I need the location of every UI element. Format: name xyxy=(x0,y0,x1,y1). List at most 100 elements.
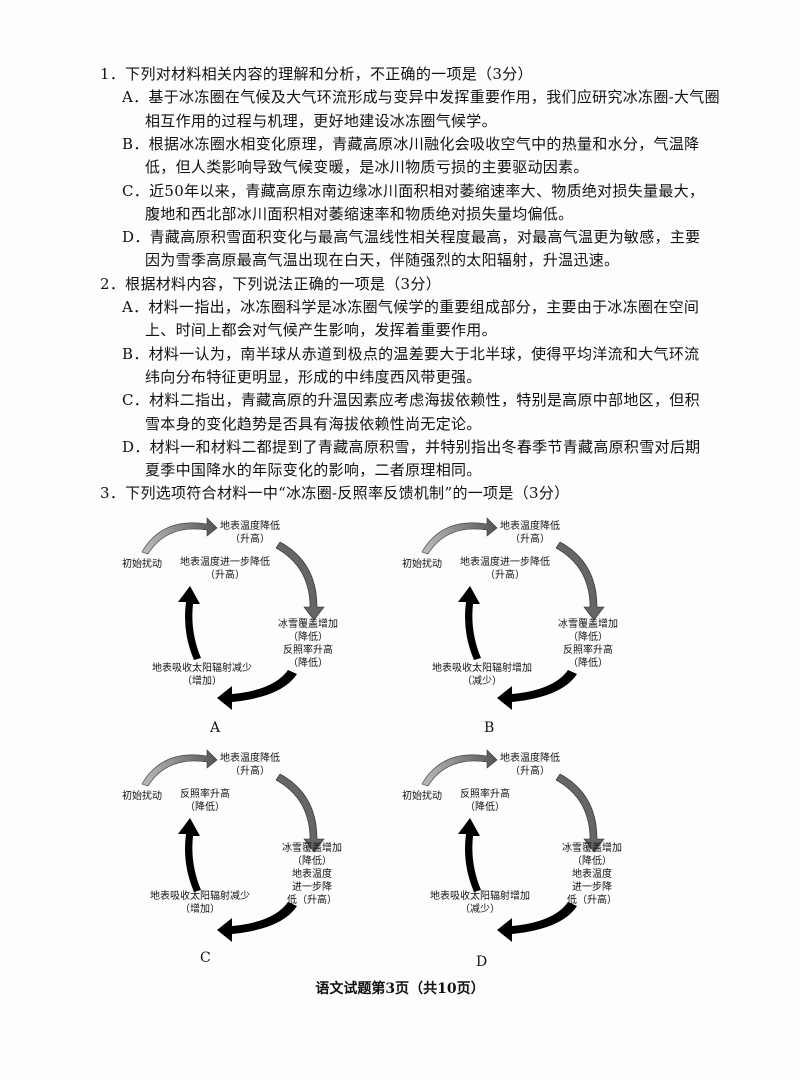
inner-node-line: （降低） xyxy=(185,802,225,813)
inner-node: 反照率升高（降低） xyxy=(460,788,510,814)
option-continuation: 上、时间上都会对气候产生影响，发挥着重要作用。 xyxy=(145,321,497,340)
option-line: D．材料一和材料二都提到了青藏高原积雪，并特别指出冬春季节青藏高原积雪对后期 xyxy=(122,437,701,456)
feedback-diagram: 初始扰动 地表温度降低 （升高） 地表温度进一步降低 （升高） 冰雪覆盖增加 （降低） 反照率… xyxy=(392,512,652,712)
arrow-bottom-to-inner xyxy=(178,586,201,660)
arrow-right-to-bottom xyxy=(217,670,297,710)
arrow-bottom-to-inner xyxy=(458,586,481,660)
feedback-diagram: 初始扰动 地表温度降低 （升高） 反照率升高 （降低） 冰雪覆盖增加 （降低） 地表温度进一步… xyxy=(112,744,372,944)
right-node: 冰雪覆盖增加 （降低） 地表温度进一步降低（升高） xyxy=(282,842,342,907)
bottom-node-line: （减少） xyxy=(462,676,502,687)
right-node-line: 反照率升高 xyxy=(563,645,613,656)
arrow-top-to-right xyxy=(555,773,605,853)
arrow-bottom-to-inner xyxy=(178,818,201,892)
top-node-line: 地表温度降低 xyxy=(220,753,280,764)
page-footer: 语文试题第3页（共10页） xyxy=(315,981,485,997)
option-line: C．材料二指出，青藏高原的升温因素应考虑海拔依赖性，特别是高原中部地区，但积 xyxy=(122,391,700,410)
top-node-line: 地表温度降低 xyxy=(220,521,280,532)
inner-node-line: 地表温度进一步降低 xyxy=(180,557,270,568)
arrow-right-to-bottom xyxy=(497,902,577,942)
right-node-line: 进一步降 xyxy=(292,882,332,893)
arrow-start-to-top xyxy=(141,749,218,787)
right-node-line: 地表温度 xyxy=(292,869,332,880)
right-node: 冰雪覆盖增加 （降低） 反照率升高 （降低） xyxy=(278,618,338,670)
right-node-line: 冰雪覆盖增加 xyxy=(562,843,622,854)
bottom-node-line: （增加） xyxy=(180,904,220,915)
start-label: 初始扰动 xyxy=(122,559,162,570)
option-label: C xyxy=(200,950,211,966)
start-label: 初始扰动 xyxy=(402,559,442,570)
right-node-line: 进一步降 xyxy=(572,882,612,893)
option-label: A xyxy=(210,720,221,736)
right-node-line: 反照率升高 xyxy=(283,645,333,656)
inner-node-line: 反照率升高 xyxy=(180,789,230,800)
right-node-line: （降低） xyxy=(288,632,328,643)
right-node-line: （降低） xyxy=(292,856,332,867)
top-node: 地表温度降低 （升高） xyxy=(500,520,560,546)
feedback-diagram: 初始扰动 地表温度降低 （升高） 地表温度进一步降低 （升高） 冰雪覆盖增加 （降低） 反照率… xyxy=(112,512,372,712)
option-label: B xyxy=(484,720,495,736)
option-line: D．青藏高原积雪面积变化与最高气温线性相关程度最高，对最高气温更为敏感，主要 xyxy=(122,228,701,247)
option-line: A．基于冰冻圈在气候及大气环流形成与变异中发挥重要作用，我们应研究冰冻圈-大气圈 xyxy=(122,88,720,107)
right-node-line: 冰雪覆盖增加 xyxy=(282,843,342,854)
inner-node-line: 地表温度进一步降低 xyxy=(460,557,550,568)
arrow-bottom-to-inner xyxy=(458,818,481,892)
bottom-node: 地表吸收太阳辐射减少 （增加） xyxy=(152,662,252,688)
start-label: 初始扰动 xyxy=(402,791,442,802)
option-continuation: 夏季中国降水的年际变化的影响，二者原理相同。 xyxy=(145,461,482,480)
arrow-top-to-right xyxy=(555,541,605,621)
right-node-line: 冰雪覆盖增加 xyxy=(558,619,618,630)
bottom-node-line: （增加） xyxy=(182,676,222,687)
bottom-node: 地表吸收太阳辐射增加 （减少） xyxy=(430,890,530,916)
bottom-node: 地表吸收太阳辐射增加 （减少） xyxy=(432,662,532,688)
top-node-line: 地表温度降低 xyxy=(500,753,560,764)
option-line: B．材料一认为，南半球从赤道到极点的温差要大于北半球，使得平均洋流和大气环流 xyxy=(122,344,700,363)
question-stem: 2．根据材料内容，下列说法正确的一项是（3分） xyxy=(100,274,441,293)
arrow-start-to-top xyxy=(141,517,218,555)
option-continuation: 纬向分布特征更明显，形成的中纬度西风带更强。 xyxy=(145,367,482,386)
arrow-start-to-top xyxy=(421,749,498,787)
arrow-top-to-right xyxy=(275,773,325,853)
bottom-node-line: 地表吸收太阳辐射减少 xyxy=(152,663,252,674)
bottom-node-line: （减少） xyxy=(460,904,500,915)
bottom-node-line: 地表吸收太阳辐射增加 xyxy=(430,891,530,902)
top-node-line: （升高） xyxy=(230,534,270,545)
right-node-line: （降低） xyxy=(568,632,608,643)
inner-node-line: （降低） xyxy=(465,802,505,813)
option-continuation: 腹地和西北部冰川面积相对萎缩速率和物质绝对损失量均偏低。 xyxy=(145,204,574,223)
bottom-node: 地表吸收太阳辐射减少 （增加） xyxy=(150,890,250,916)
option-line: C．近50年以来，青藏高原东南边缘冰川面积相对萎缩速率大、物质绝对损失量最大， xyxy=(122,181,705,200)
top-node-line: （升高） xyxy=(510,534,550,545)
arrow-right-to-bottom xyxy=(217,902,297,942)
inner-node: 反照率升高 （降低） xyxy=(180,788,230,814)
inner-node-line: （升高） xyxy=(485,570,525,581)
question-stem: 1．下列对材料相关内容的理解和分析，不正确的一项是（3分） xyxy=(100,65,533,83)
right-node-line: （降低） xyxy=(572,856,612,867)
right-node-line: 冰雪覆盖增加 xyxy=(278,619,338,630)
start-label: 初始扰动 xyxy=(122,791,162,802)
option-line: A．材料一指出，冰冻圈科学是冰冻圈气候学的重要组成部分，主要由于冰冻圈在空间 xyxy=(122,298,700,316)
right-node-line: （降低） xyxy=(288,658,328,669)
right-node: 冰雪覆盖增加（降低）地表温度进一步降低（升高） xyxy=(562,842,622,907)
top-node-line: 地表温度降低 xyxy=(500,521,560,532)
option-line: B．根据冰冻圈水相变化原理，青藏高原冰川融化会吸收空气中的热量和水分，气温降 xyxy=(122,134,700,153)
arrow-start-to-top xyxy=(421,517,498,555)
arrow-top-to-right xyxy=(275,541,325,621)
option-continuation: 低，但人类影响导致气候变暖，是冰川物质亏损的主要驱动因素。 xyxy=(145,158,589,177)
option-continuation: 相互作用的过程与机理，更好地建设冰冻圈气候学。 xyxy=(145,111,497,130)
right-node: 冰雪覆盖增加（降低）反照率升高（降低） xyxy=(558,618,618,670)
bottom-node-line: 地表吸收太阳辐射增加 xyxy=(432,663,532,674)
bottom-node-line: 地表吸收太阳辐射减少 xyxy=(150,891,250,902)
inner-node-line: （升高） xyxy=(205,570,245,581)
option-continuation: 因为雪季高原最高气温出现在白天，伴随强烈的太阳辐射，升温迅速。 xyxy=(145,251,620,270)
question-stem: 3．下列选项符合材料一中“冰冻圈-反照率反馈机制”的一项是（3分） xyxy=(100,484,570,503)
right-node-line: 低（升高） xyxy=(287,895,337,906)
top-node-line: （升高） xyxy=(230,766,270,777)
right-node-line: 低（升高） xyxy=(567,895,617,906)
arrow-right-to-bottom xyxy=(497,670,577,710)
option-continuation: 雪本身的变化趋势是否具有海拔依赖性尚无定论。 xyxy=(145,414,482,433)
inner-node: 地表温度进一步降低 （升高） xyxy=(460,556,550,582)
top-node-line: （升高） xyxy=(510,766,550,777)
feedback-diagram: 初始扰动地表温度降低（升高）反照率升高（降低）冰雪覆盖增加（降低）地表温度进一步… xyxy=(392,744,652,944)
option-label: D xyxy=(476,954,488,970)
